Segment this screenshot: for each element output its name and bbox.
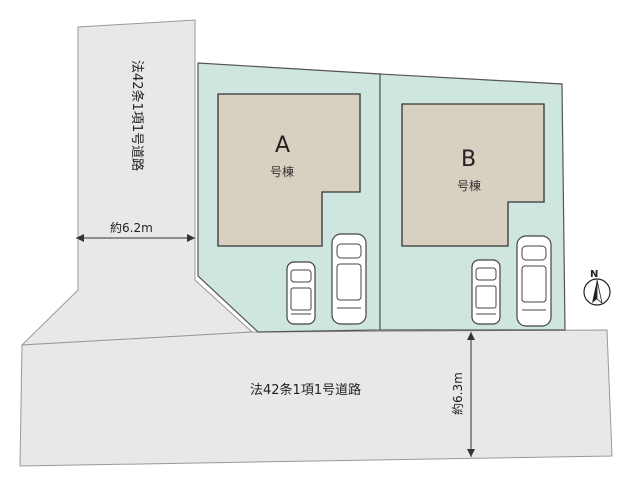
south-road xyxy=(19,329,613,467)
south-road-label: 法42条1項1号道路 xyxy=(250,382,361,398)
car-a-small xyxy=(286,261,316,325)
lot-a-building-label: 号棟 xyxy=(270,164,294,179)
north-arrow-icon xyxy=(583,278,611,306)
building-a xyxy=(217,93,361,247)
lot-b-building-label: 号棟 xyxy=(457,178,481,193)
west-width-label: 約6.2m xyxy=(110,220,153,235)
car-a-large xyxy=(331,233,367,325)
west-road-label: 法42条1項1号道路 xyxy=(129,60,145,171)
car-b-small xyxy=(471,259,501,325)
south-dimension xyxy=(467,332,475,457)
lot-b-letter: B xyxy=(461,147,476,172)
lot-a-letter: A xyxy=(275,133,290,158)
car-b-large xyxy=(516,235,552,327)
west-dimension xyxy=(76,234,195,242)
building-b xyxy=(401,103,545,247)
north-label: N xyxy=(590,269,598,280)
south-width-label: 約6.3m xyxy=(450,372,465,415)
